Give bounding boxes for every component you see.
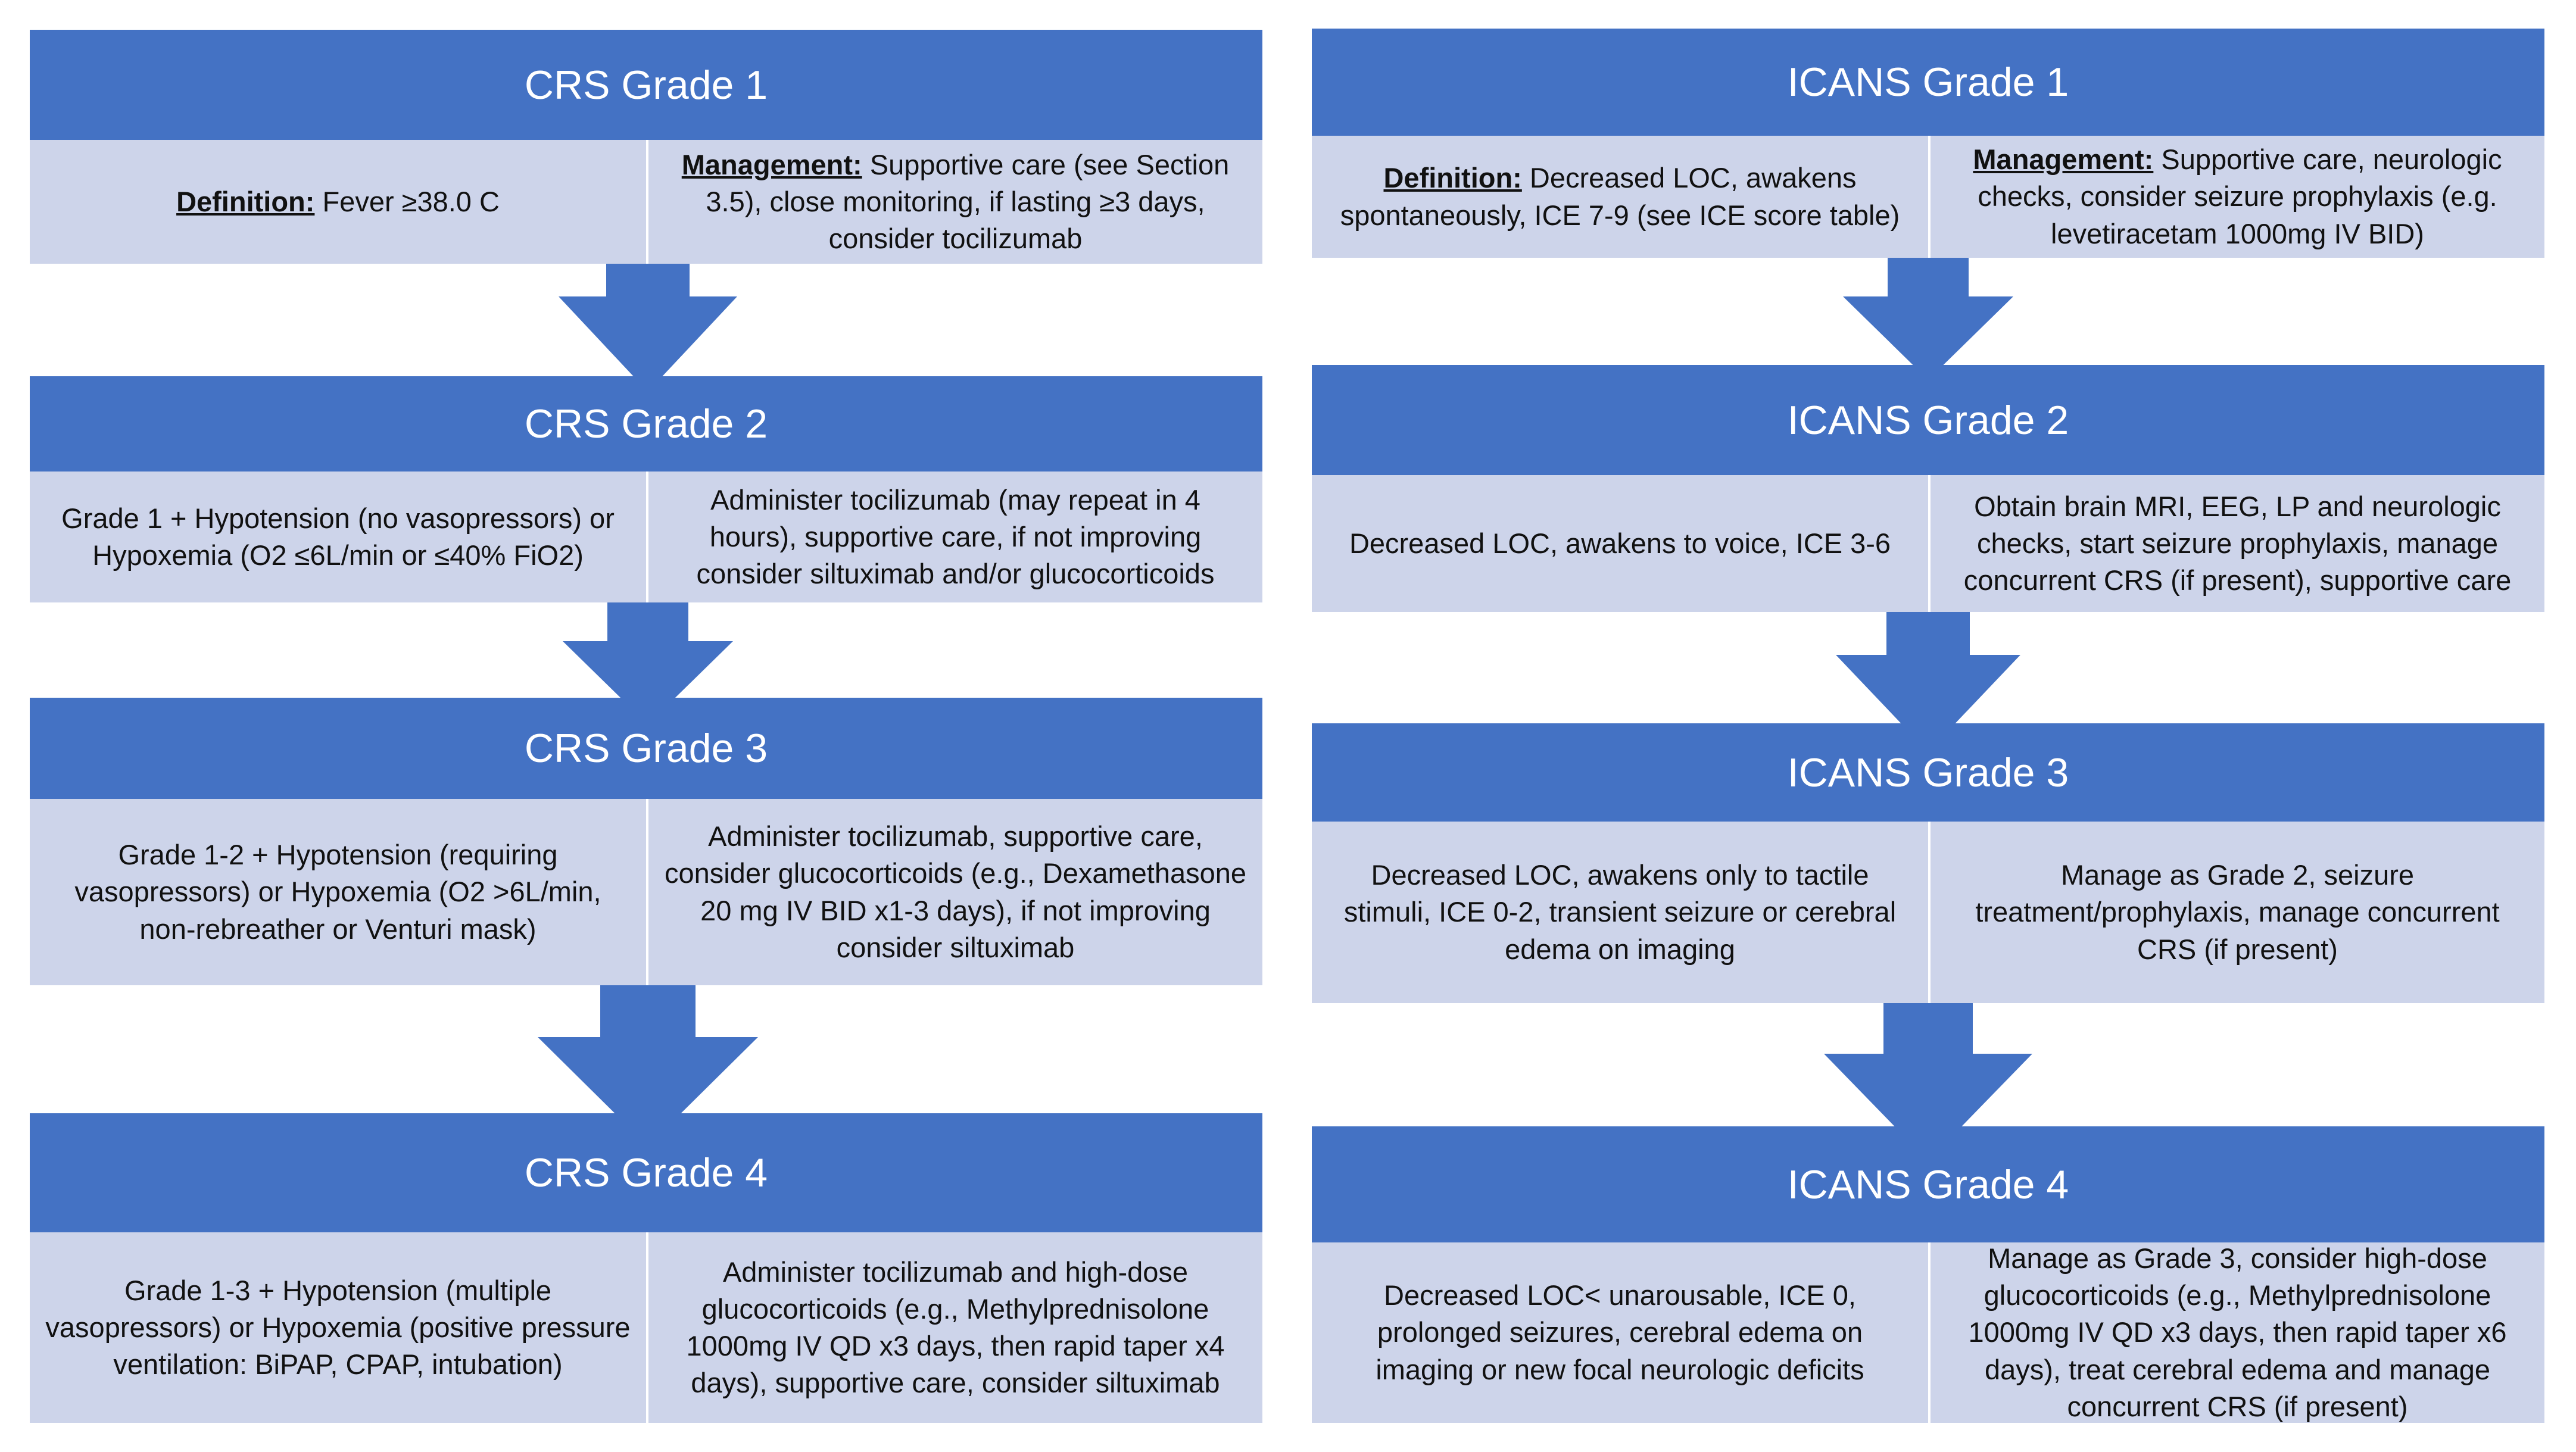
icans-grade-1-management-text: Supportive care, neurologic checks, cons… — [1978, 143, 2502, 249]
icans-grade-3-block: ICANS Grade 3 Decreased LOC, awakens onl… — [1312, 723, 2544, 1003]
crs-grade-1-block: CRS Grade 1 Definition: Fever ≥38.0 C Ma… — [30, 30, 1262, 264]
crs-grade-3-block: CRS Grade 3 Grade 1-2 + Hypotension (req… — [30, 698, 1262, 985]
icans-grade-1-definition-text: Decreased LOC, awakens spontaneously, IC… — [1340, 162, 1900, 231]
crs-grade-2-management: Administer tocilizumab (may repeat in 4 … — [646, 471, 1262, 602]
definition-label: Definition: — [176, 185, 315, 217]
crs-grade-1-title: CRS Grade 1 — [30, 30, 1262, 140]
definition-label: Definition: — [1383, 162, 1522, 194]
management-label: Management: — [1973, 143, 2154, 176]
icans-grade-2-definition: Decreased LOC, awakens to voice, ICE 3-6 — [1349, 527, 1891, 559]
crs-grade-3-management: Administer tocilizumab, supportive care,… — [646, 799, 1262, 985]
management-label: Management: — [681, 148, 862, 180]
crs-grade-3-title: CRS Grade 3 — [30, 698, 1262, 799]
crs-grade-1-definition: Definition: Fever ≥38.0 C — [30, 140, 646, 264]
icans-grade-2-title: ICANS Grade 2 — [1312, 365, 2544, 475]
down-arrow-icon — [538, 985, 758, 1146]
down-arrow-icon — [1824, 1003, 2032, 1161]
crs-grade-4-title: CRS Grade 4 — [30, 1113, 1262, 1232]
icans-grade-1-definition: Definition: Decreased LOC, awakens spont… — [1312, 136, 1928, 258]
icans-grade-3-definition: Decreased LOC, awakens only to tactile s… — [1343, 859, 1897, 965]
icans-grade-1-title: ICANS Grade 1 — [1312, 29, 2544, 136]
crs-grade-4-definition: Grade 1-3 + Hypotension (multiple vasopr… — [45, 1274, 631, 1381]
icans-grade-2-block: ICANS Grade 2 Decreased LOC, awakens to … — [1312, 365, 2544, 612]
crs-grade-1-management-text: Supportive care (see Section 3.5), close… — [706, 148, 1230, 255]
icans-grade-3-management: Manage as Grade 2, seizure treatment/pro… — [1928, 822, 2544, 1003]
down-arrow-icon — [559, 264, 737, 392]
crs-grade-2-definition: Grade 1 + Hypotension (no vasopressors) … — [61, 502, 615, 571]
crs-grade-2-title: CRS Grade 2 — [30, 376, 1262, 471]
icans-grade-4-definition: Decreased LOC< unarousable, ICE 0, prolo… — [1376, 1279, 1864, 1385]
crs-grade-2-block: CRS Grade 2 Grade 1 + Hypotension (no va… — [30, 376, 1262, 602]
icans-grade-3-title: ICANS Grade 3 — [1312, 723, 2544, 822]
icans-grade-4-management: Manage as Grade 3, consider high-dose gl… — [1928, 1242, 2544, 1423]
down-arrow-icon — [563, 602, 733, 725]
icans-grade-2-management: Obtain brain MRI, EEG, LP and neurologic… — [1928, 475, 2544, 612]
crs-grade-1-management: Management: Supportive care (see Section… — [646, 140, 1262, 264]
crs-grade-4-management: Administer tocilizumab and high-dose glu… — [646, 1232, 1262, 1423]
icans-grade-1-management: Management: Supportive care, neurologic … — [1928, 136, 2544, 258]
crs-grade-4-block: CRS Grade 4 Grade 1-3 + Hypotension (mul… — [30, 1113, 1262, 1423]
crs-grade-1-definition-text: Fever ≥38.0 C — [314, 185, 500, 217]
down-arrow-icon — [1836, 612, 2020, 752]
crs-grade-3-definition: Grade 1-2 + Hypotension (requiring vasop… — [74, 839, 601, 945]
icans-grade-4-block: ICANS Grade 4 Decreased LOC< unarousable… — [1312, 1126, 2544, 1423]
icans-grade-1-block: ICANS Grade 1 Definition: Decreased LOC,… — [1312, 29, 2544, 258]
down-arrow-icon — [1843, 258, 2013, 380]
icans-grade-4-title: ICANS Grade 4 — [1312, 1126, 2544, 1242]
